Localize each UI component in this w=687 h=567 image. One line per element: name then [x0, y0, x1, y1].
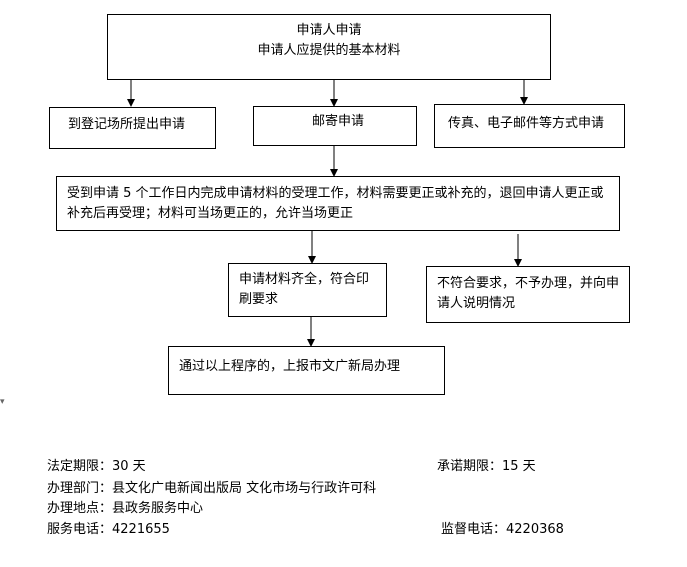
- handling-location: 办理地点：县政务服务中心: [47, 501, 204, 516]
- acceptance-text: 受到申请 5 个工作日内完成申请材料的受理工作，材料需要更正或补充的，退回申请人…: [67, 186, 604, 221]
- supervision-phone: 监督电话：4220368: [441, 522, 564, 537]
- applicant-apply-box: 申请人申请 申请人应提供的基本材料: [107, 14, 551, 80]
- report-text: 通过以上程序的，上报市文广新局办理: [179, 359, 401, 374]
- mail-apply-box: 邮寄申请: [253, 106, 417, 146]
- legal-period: 法定期限：30 天: [47, 459, 146, 474]
- handling-department: 办理部门：县文化广电新闻出版局 文化市场与行政许可科: [47, 481, 377, 496]
- onsite-apply-box: 到登记场所提出申请: [49, 107, 216, 149]
- applicant-apply-title: 申请人申请: [296, 23, 362, 38]
- rejection-text: 不符合要求，不予办理，并向申请人说明情况: [437, 276, 620, 311]
- margin-mark: ▾: [0, 397, 5, 407]
- onsite-apply-label: 到登记场所提出申请: [68, 117, 186, 132]
- mail-apply-label: 邮寄申请: [312, 114, 365, 129]
- materials-complete-box: 申请材料齐全，符合印刷要求: [228, 263, 387, 317]
- rejection-box: 不符合要求，不予办理，并向申请人说明情况: [426, 266, 630, 323]
- acceptance-box: 受到申请 5 个工作日内完成申请材料的受理工作，材料需要更正或补充的，退回申请人…: [56, 176, 620, 231]
- promised-period: 承诺期限：15 天: [437, 459, 536, 474]
- service-phone: 服务电话：4221655: [47, 522, 170, 537]
- fax-email-apply-label: 传真、电子邮件等方式申请: [448, 116, 605, 131]
- fax-email-apply-box: 传真、电子邮件等方式申请: [434, 104, 625, 148]
- basic-materials-label: 申请人应提供的基本材料: [257, 43, 401, 58]
- materials-complete-text: 申请材料齐全，符合印刷要求: [239, 272, 370, 307]
- report-box: 通过以上程序的，上报市文广新局办理: [168, 346, 445, 395]
